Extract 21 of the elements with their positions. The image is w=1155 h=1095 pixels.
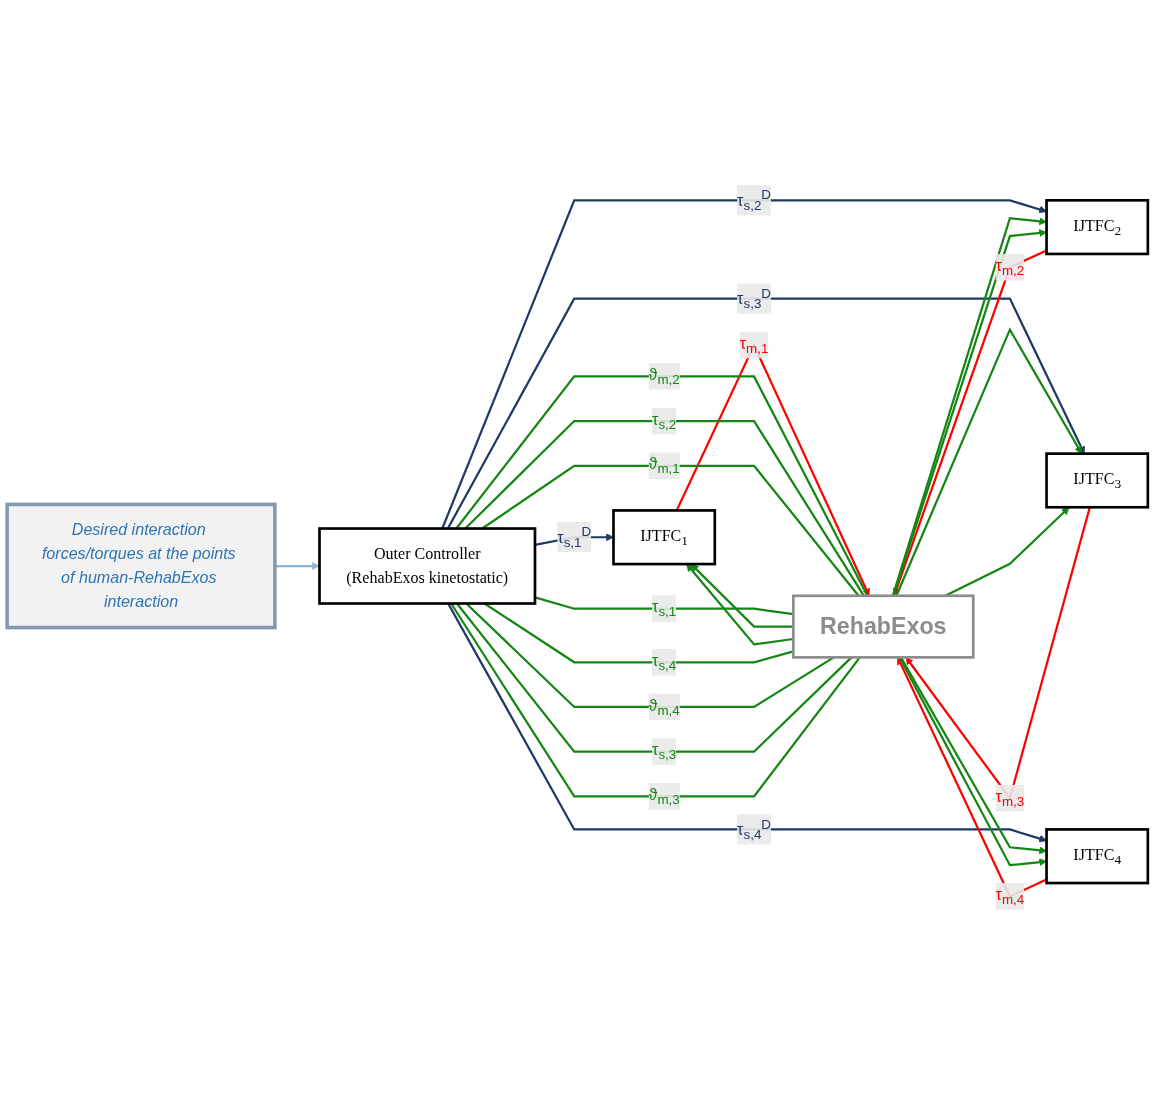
edge-label: ϑ$_{m,2}$	[648, 365, 680, 387]
node-box: IJTFC$_{4}$	[1045, 828, 1150, 885]
edge-label: τ$_{s,1}$	[652, 597, 677, 620]
edge-label: τ$_{m,3}$	[995, 787, 1025, 809]
node-box: IJTFC$_{2}$	[1045, 198, 1150, 256]
connector	[534, 596, 794, 616]
edge-label: ϑ$_{m,4}$	[648, 696, 680, 718]
edge-label: τ$_{s,2}$	[652, 410, 677, 432]
edge-label: τ$_{s,4}$	[652, 651, 677, 673]
edge-label: τ$_{s,3}$	[652, 740, 677, 762]
edge-label: ϑ$_{m,3}$	[648, 785, 680, 807]
edge-label: τ$_{m,4}$	[995, 885, 1025, 907]
node-box: IJTFC$_{3}$	[1045, 452, 1150, 509]
node-box: RehabExos	[792, 594, 975, 659]
edge-label: τ$_{m,2}$	[995, 256, 1025, 278]
node-box: IJTFC$_{1}$	[612, 509, 717, 566]
edge-label: ϑ$_{m,1}$	[648, 455, 680, 477]
arrow	[441, 199, 1047, 529]
node-box: Outer Controller (RehabExos kinetostatic)	[318, 527, 537, 605]
edge-label: τ$_{m,1}$	[739, 334, 769, 356]
node-box: Desired interaction forces/torques at the points of human-RehabExos interaction	[5, 502, 277, 630]
